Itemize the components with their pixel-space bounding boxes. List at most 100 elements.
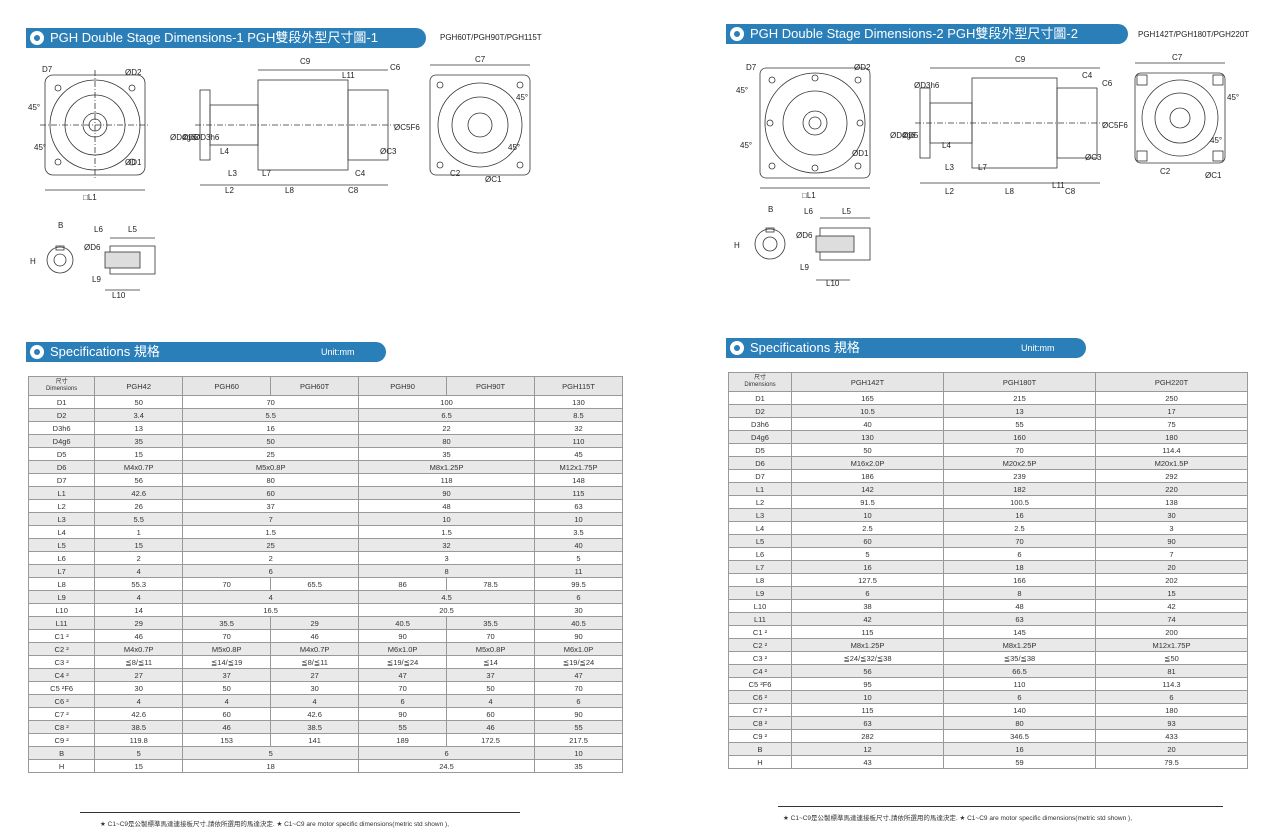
row-label: C6 ² — [27, 694, 96, 708]
label-l4: L4 — [220, 147, 229, 156]
unit-label: Unit:mm — [1021, 343, 1055, 353]
table-cell: 25 — [182, 447, 360, 461]
label-d5: ØD5 — [902, 131, 919, 140]
table-cell: 4 — [446, 694, 536, 708]
label-45d: 45° — [1210, 136, 1222, 145]
dimensions-header: PGH Double Stage Dimensions-2 PGH雙段外型尺寸圖… — [726, 24, 1128, 44]
table-cell: M4x0.7P — [270, 642, 360, 656]
row-label: D1 — [27, 395, 96, 409]
table-cell: M12x1.75P — [534, 460, 623, 474]
table-cell: 172.5 — [446, 733, 536, 747]
row-label: H — [728, 755, 792, 769]
row-label: C9 ² — [728, 729, 792, 743]
shaft-detail — [46, 237, 156, 291]
table-cell: 70 — [358, 681, 448, 695]
label-c9: C9 — [300, 57, 311, 66]
table-cell: 91.5 — [791, 495, 944, 509]
label-l5: L5 — [842, 207, 851, 216]
row-label: L9 — [728, 586, 792, 600]
row-label: C3 ² — [27, 655, 96, 669]
row-label: D6 — [728, 456, 792, 470]
table-cell: 17 — [1095, 404, 1248, 418]
table-cell: ≦24/≦32/≦38 — [791, 651, 944, 665]
unit-label: Unit:mm — [321, 347, 355, 357]
label-c6: C6 — [390, 63, 401, 72]
table-cell: 110 — [943, 677, 1096, 691]
table-cell: 100 — [358, 395, 536, 409]
table-cell: 86 — [358, 577, 448, 591]
table-cell: M8x1.25P — [943, 638, 1096, 652]
specifications-header: Specifications 規格 Unit:mm — [26, 342, 386, 362]
model-list: PGH142T/PGH180T/PGH220T — [1138, 30, 1250, 39]
table-cell: 4 — [94, 590, 184, 604]
table-cell: 50 — [182, 681, 272, 695]
table-cell: M4x0.7P — [94, 642, 184, 656]
table-cell: 90 — [1095, 534, 1248, 548]
label-45a: 45° — [736, 86, 748, 95]
table-cell: 5 — [534, 551, 623, 565]
table-cell: 46 — [94, 629, 184, 643]
table-cell: 16.5 — [182, 603, 360, 617]
label-l11: L11 — [1052, 181, 1065, 190]
label-c3: ØC3 — [1085, 153, 1102, 162]
row-label: D4g6 — [27, 434, 96, 448]
table-cell: 66.5 — [943, 664, 1096, 678]
table-cell: 239 — [943, 469, 1096, 483]
table-cell: 35.5 — [446, 616, 536, 630]
label-b: B — [58, 221, 63, 230]
table-cell: 2.5 — [943, 521, 1096, 535]
table-cell: ≦19/≦24 — [534, 655, 623, 669]
back-view — [429, 64, 531, 176]
table-cell: 46 — [446, 720, 536, 734]
row-label: L9 — [27, 590, 96, 604]
table-cell: 90 — [358, 629, 448, 643]
table-cell: 4 — [94, 564, 184, 578]
shaft-detail — [754, 217, 871, 281]
table-cell: 10 — [358, 512, 536, 526]
table-cell: 16 — [182, 421, 360, 435]
label-d2: ØD2 — [854, 63, 871, 72]
row-label: B — [728, 742, 792, 756]
table-cell: 16 — [943, 508, 1096, 522]
bullet-icon — [30, 345, 44, 359]
table-cell: 55 — [943, 417, 1096, 431]
row-label: C7 ² — [728, 703, 792, 717]
label-c8: C8 — [1065, 187, 1076, 196]
table-cell: 115 — [534, 486, 623, 500]
label-l9: L9 — [800, 263, 809, 272]
table-cell: 90 — [534, 629, 623, 643]
table-cell: 4 — [270, 694, 360, 708]
table-cell: 40.5 — [358, 616, 448, 630]
table-cell: 166 — [943, 573, 1096, 587]
label-d3: ØD3h6 — [194, 133, 220, 142]
dimensions-title: PGH Double Stage Dimensions-2 PGH雙段外型尺寸圖… — [750, 26, 1078, 41]
table-cell: 15 — [94, 759, 184, 773]
label-l6: L6 — [804, 207, 813, 216]
table-cell: 18 — [943, 560, 1096, 574]
table-cell: 7 — [1095, 547, 1248, 561]
row-label: C5 ²F6 — [728, 677, 792, 691]
table-cell: 130 — [791, 430, 944, 444]
table-cell: 18 — [182, 759, 360, 773]
label-l8: L8 — [1005, 187, 1014, 196]
dimensions-header: PGH Double Stage Dimensions-1 PGH雙段外型尺寸圖… — [26, 28, 426, 48]
table-cell: 202 — [1095, 573, 1248, 587]
row-label: C1 ² — [728, 625, 792, 639]
table-cell: 6 — [182, 564, 360, 578]
table-cell: M5x0.8P — [182, 460, 360, 474]
label-l5: L5 — [128, 225, 137, 234]
table-cell: 14 — [94, 603, 184, 617]
label-d1: ØD1 — [852, 149, 869, 158]
